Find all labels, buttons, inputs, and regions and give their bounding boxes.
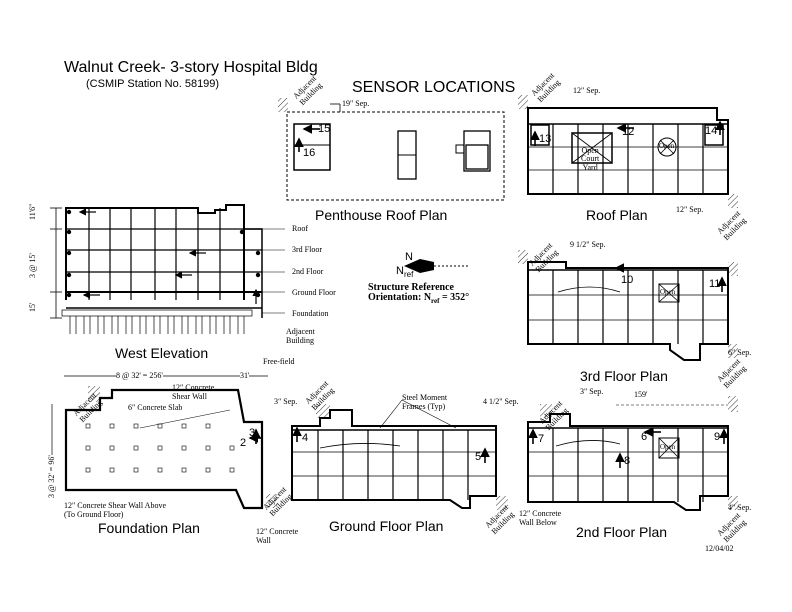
nref-label: Nref	[396, 265, 414, 280]
sensor-12: 12	[622, 126, 635, 138]
drawing-date: 12/04/02	[705, 544, 734, 553]
dim-long: 8 @ 32' = 256'	[116, 371, 163, 380]
second-floor-plan-title: 2nd Floor Plan	[576, 524, 668, 540]
slab-note: 6" Concrete Slab	[128, 403, 183, 412]
sep-12b: 12" Sep.	[676, 205, 704, 214]
sep-4: 4" Sep.	[728, 503, 752, 512]
north-arrow	[404, 259, 470, 273]
sensor-10: 10	[621, 274, 634, 286]
penthouse-plan-title: Penthouse Roof Plan	[315, 207, 448, 223]
sep-3b: 3" Sep.	[580, 387, 604, 396]
station-number: (CSMIP Station No. 58199)	[86, 78, 220, 90]
sep-6: 6" Sep.	[728, 348, 752, 357]
sensor-13: 13	[539, 133, 552, 145]
sensor-11: 11	[709, 278, 721, 290]
dim-vertical: 3 @ 32' = 96'	[47, 455, 56, 498]
sensor-5: 5	[475, 451, 482, 463]
roof-plan-title: Roof Plan	[586, 207, 648, 223]
elevation-sensor-dots	[66, 209, 261, 298]
adjacent-building-hatch	[278, 98, 288, 112]
roof-plan	[527, 107, 729, 195]
elev-dim-top: 11'6"	[28, 203, 37, 220]
sep-12a: 12" Sep.	[573, 86, 601, 95]
adjacent-elev-2: Building	[286, 336, 315, 345]
sensor-3: 3	[249, 427, 256, 439]
floor-label-roof: Roof	[292, 224, 308, 233]
sensor-arrows	[248, 120, 729, 468]
sensor-7: 7	[538, 433, 545, 445]
sensor-14: 14	[705, 125, 718, 137]
penthouse-roof-plan	[286, 103, 505, 201]
third-floor-plan	[527, 261, 729, 361]
floor-label-foundation: Foundation	[292, 309, 329, 318]
floor-label-ground: Ground Floor	[292, 288, 336, 297]
sensor-4: 4	[302, 432, 309, 444]
open-court-label: Open Court Yard	[581, 146, 600, 172]
foundation-plan-title: Foundation Plan	[98, 520, 200, 536]
sensor-9: 9	[714, 431, 721, 443]
west-elevation-title: West Elevation	[115, 345, 209, 361]
sensor-8: 8	[624, 455, 631, 467]
sensor-2: 2	[240, 437, 247, 449]
elevation-arrows	[78, 208, 260, 304]
adjacent-elev-1: Adjacent	[286, 327, 315, 336]
foundation-piles	[85, 423, 235, 473]
sensor-16: 16	[303, 147, 316, 159]
sep-9: 9 1/2" Sep.	[570, 240, 606, 249]
elev-dim-bottom: 15'	[28, 302, 37, 312]
open-label-3rd: Open	[660, 288, 676, 296]
open-label-2nd: Open	[660, 443, 676, 451]
shear-above-note: 12" Concrete Shear Wall Above(To Ground …	[64, 501, 167, 519]
ground-floor-plan-title: Ground Floor Plan	[329, 518, 444, 534]
sensor-locations-heading: SENSOR LOCATIONS	[352, 79, 516, 96]
diagram-title: Walnut Creek- 3-story Hospital Bldg	[64, 59, 318, 76]
orientation-line1: Structure Reference	[368, 282, 454, 293]
dim-31: 31'	[240, 371, 250, 380]
sensor-15: 15	[318, 123, 331, 135]
elevation-piles	[61, 309, 253, 334]
sep-45: 4 1/2" Sep.	[483, 397, 519, 406]
floor-label-2nd: 2nd Floor	[292, 267, 324, 276]
elev-dim-mid: 3 @ 15'	[28, 253, 37, 278]
orientation-line2: Orientation: Nref = 352°	[368, 292, 470, 305]
floor-label-3rd: 3rd Floor	[292, 245, 322, 254]
sep-19: 19" Sep.	[342, 99, 370, 108]
north-label: N	[405, 251, 413, 263]
third-floor-plan-title: 3rd Floor Plan	[580, 368, 668, 384]
dim-159: 159'	[634, 390, 648, 399]
open-label-roof: Open	[659, 142, 675, 150]
free-field-label: Free-field	[263, 357, 295, 366]
foundation-plan	[51, 375, 268, 510]
sep-3a: 3" Sep.	[274, 397, 298, 406]
west-elevation	[50, 204, 285, 319]
sensor-6: 6	[641, 431, 648, 443]
